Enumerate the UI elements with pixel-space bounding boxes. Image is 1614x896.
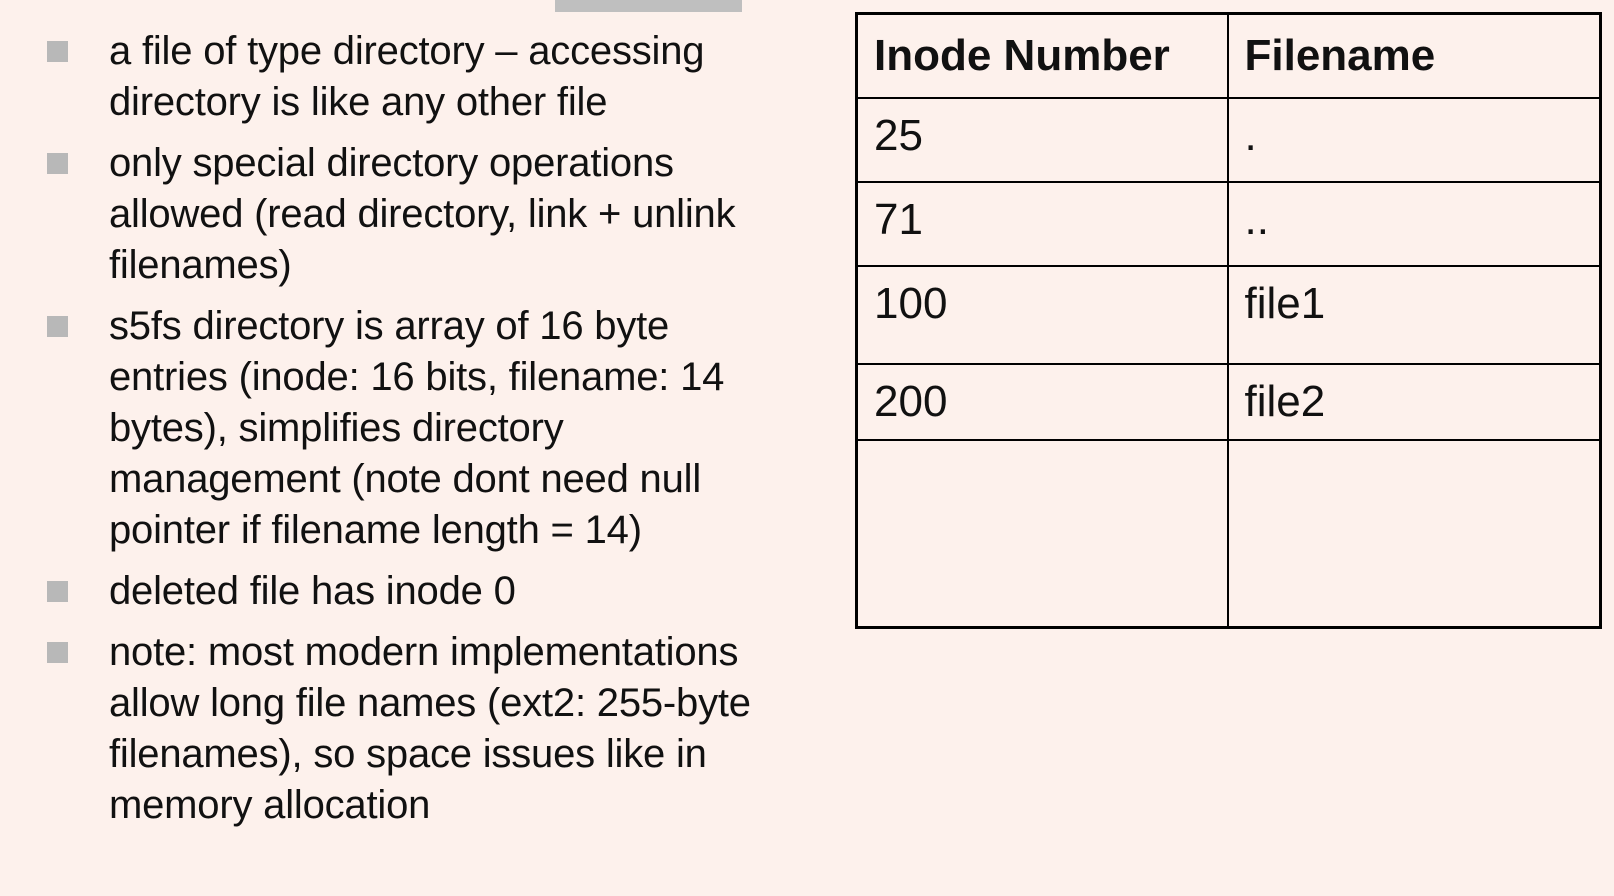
- bullet-item: only special directory operations allowe…: [0, 138, 820, 291]
- directory-table: Inode Number Filename 25 . 71 .. 100 fil…: [855, 12, 1602, 629]
- bullet-text-line: allowed (read directory, link + unlink: [109, 192, 736, 236]
- bullet-text-line: allow long file names (ext2: 255-byte: [109, 681, 751, 725]
- slide-top-tab: [555, 0, 742, 12]
- bullet-text-line: deleted file has inode 0: [109, 569, 516, 613]
- bullet-text-line: a file of type directory – accessing: [109, 29, 705, 73]
- square-bullet-icon: [47, 316, 68, 337]
- table-row: 71 ..: [855, 181, 1602, 267]
- square-bullet-icon: [47, 153, 68, 174]
- bullet-text-line: note: most modern implementations: [109, 630, 739, 674]
- filename-cell: file1: [1226, 265, 1602, 365]
- filename-cell: ..: [1226, 181, 1602, 267]
- table-row: [855, 439, 1602, 628]
- table-row: 25 .: [855, 97, 1602, 183]
- square-bullet-icon: [47, 581, 68, 602]
- filename-cell: file2: [1226, 363, 1602, 441]
- bullet-text-line: s5fs directory is array of 16 byte: [109, 304, 670, 348]
- bullet-text-line: management (note dont need null: [109, 457, 702, 501]
- inode-number-cell: 100: [855, 265, 1229, 365]
- bullet-text-line: pointer if filename length = 14): [109, 508, 642, 552]
- inode-number-cell: 200: [855, 363, 1229, 441]
- bullet-text-line: filenames), so space issues like in: [109, 732, 707, 776]
- bullet-text-line: filenames): [109, 243, 292, 287]
- bullet-text-line: directory is like any other file: [109, 80, 608, 124]
- bullet-text-line: entries (inode: 16 bits, filename: 14: [109, 355, 725, 399]
- bullet-list: a file of type directory – accessing dir…: [0, 26, 820, 841]
- filename-cell: [1226, 439, 1602, 628]
- table-row: 100 file1: [855, 265, 1602, 365]
- column-header-filename: Filename: [1226, 12, 1602, 99]
- inode-number-cell: [855, 439, 1229, 628]
- bullet-text-line: only special directory operations: [109, 141, 674, 185]
- bullet-text-line: memory allocation: [109, 783, 431, 827]
- square-bullet-icon: [47, 642, 68, 663]
- table-row: 200 file2: [855, 363, 1602, 441]
- filename-cell: .: [1226, 97, 1602, 183]
- inode-number-cell: 25: [855, 97, 1229, 183]
- bullet-item: a file of type directory – accessing dir…: [0, 26, 820, 128]
- bullet-item: s5fs directory is array of 16 byte entri…: [0, 301, 820, 556]
- inode-number-cell: 71: [855, 181, 1229, 267]
- bullet-text-line: bytes), simplifies directory: [109, 406, 564, 450]
- square-bullet-icon: [47, 41, 68, 62]
- bullet-item: note: most modern implementations allow …: [0, 627, 820, 831]
- table-header-row: Inode Number Filename: [855, 12, 1602, 99]
- bullet-item: deleted file has inode 0: [0, 566, 820, 617]
- column-header-inode-number: Inode Number: [855, 12, 1229, 99]
